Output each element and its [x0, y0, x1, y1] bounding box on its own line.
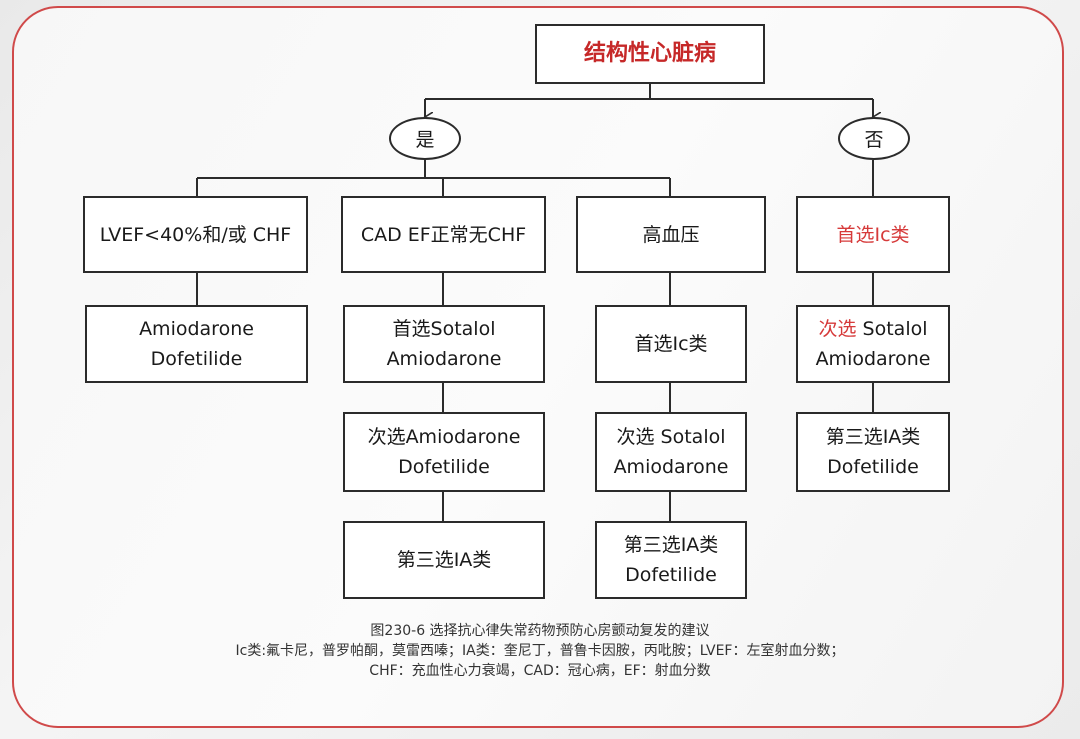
root-box: 结构性心脏病: [535, 24, 765, 84]
no-label: 否: [864, 129, 884, 151]
htn-third-line-2: Dofetilide: [625, 564, 717, 586]
hypertension-box: 高血压: [576, 196, 766, 273]
no-second-drug: Sotalol: [856, 318, 928, 340]
htn-first-choice-box: 首选Ic类: [595, 305, 747, 383]
htn-second-line-2: Amiodarone: [613, 456, 729, 478]
htn-second-line-1: 次选 Sotalol: [616, 426, 726, 448]
lvef-drug-box: Amiodarone Dofetilide: [85, 305, 308, 383]
lvef-drug-line-1: Amiodarone: [139, 318, 254, 340]
cad-first-choice-box: 首选Sotalol Amiodarone: [343, 305, 545, 383]
root-label: 结构性心脏病: [583, 41, 716, 66]
yes-label: 是: [415, 129, 435, 151]
htn-second-choice-box: 次选 Sotalol Amiodarone: [595, 412, 747, 492]
hypertension-label: 高血压: [642, 223, 700, 246]
no-second-line-1: 次选 Sotalol: [818, 314, 927, 344]
cad-third-choice-box: 第三选IA类: [343, 521, 545, 599]
figure-caption-line-2: Ic类:氟卡尼，普罗帕酮，莫雷西嗪；IA类：奎尼丁，普鲁卡因胺，丙吡胺；LVEF…: [235, 643, 845, 659]
no-first-choice-label: 首选Ic类: [836, 223, 910, 246]
cad-second-choice-box: 次选Amiodarone Dofetilide: [343, 412, 545, 492]
cad-box: CAD EF正常无CHF: [341, 196, 546, 273]
no-first-choice-box: 首选Ic类: [796, 196, 950, 273]
cad-first-line-2: Amiodarone: [386, 348, 502, 370]
cad-second-line-1: 次选Amiodarone: [367, 426, 521, 448]
htn-third-choice-box: 第三选IA类 Dofetilide: [595, 521, 747, 599]
cad-third-line: 第三选IA类: [396, 549, 492, 571]
cad-second-line-2: Dofetilide: [398, 456, 490, 478]
yes-node: 是: [389, 117, 461, 160]
no-node: 否: [838, 117, 910, 160]
lvef-chf-label: LVEF<40%和/或 CHF: [99, 223, 292, 246]
lvef-chf-box: LVEF<40%和/或 CHF: [83, 196, 308, 273]
cad-first-line-1: 首选Sotalol: [392, 318, 496, 340]
lvef-drug-line-2: Dofetilide: [150, 348, 243, 370]
cad-label: CAD EF正常无CHF: [360, 223, 527, 246]
no-second-choice-box: 次选 Sotalol Amiodarone: [796, 305, 950, 383]
htn-third-line-1: 第三选IA类: [623, 534, 719, 556]
no-second-prefix: 次选: [818, 318, 857, 340]
no-third-choice-box: 第三选IA类 Dofetilide: [796, 412, 950, 492]
no-third-line-2: Dofetilide: [827, 456, 919, 478]
htn-first-line: 首选Ic类: [634, 333, 708, 355]
figure-caption-line-3: CHF：充血性心力衰竭，CAD：冠心病，EF：射血分数: [369, 663, 711, 679]
no-second-line-2: Amiodarone: [815, 348, 931, 370]
no-third-line-1: 第三选IA类: [825, 426, 921, 448]
figure-caption-title: 图230-6 选择抗心律失常药物预防心房颤动复发的建议: [370, 623, 710, 639]
